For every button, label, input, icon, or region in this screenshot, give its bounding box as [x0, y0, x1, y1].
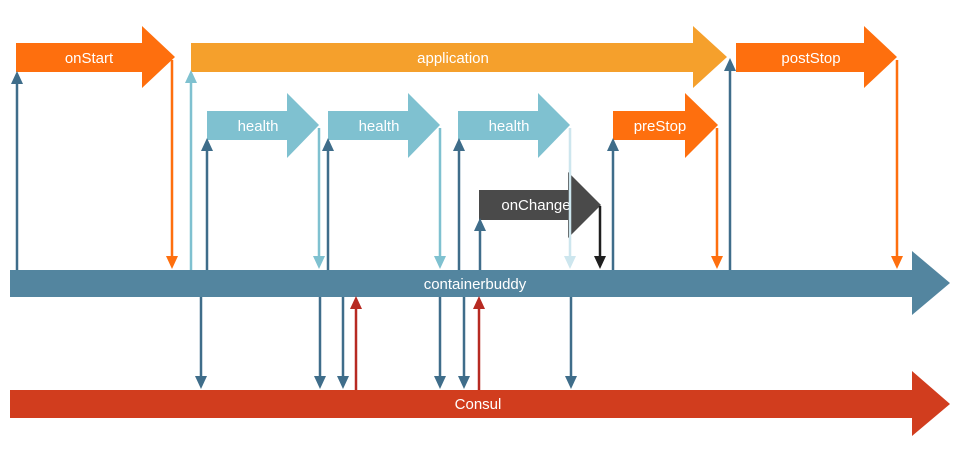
connector-buddy-consul-4	[434, 297, 446, 389]
phase-onstart-label: onStart	[65, 50, 114, 67]
connector-health-3-up	[453, 138, 465, 270]
phase-onstart: onStart	[16, 26, 175, 88]
containerbuddy-lane-arrow	[10, 251, 950, 315]
connector-poststop-up	[724, 58, 736, 270]
connector-health-2-down	[434, 128, 446, 269]
phase-application-arrow	[191, 26, 727, 88]
connector-consul-buddy-1	[350, 296, 362, 390]
consul-lane: Consul	[10, 371, 950, 436]
phase-application-label: application	[417, 50, 489, 67]
connectors	[11, 58, 903, 390]
phase-health-1: health	[207, 93, 319, 158]
connector-onchange-down	[594, 206, 606, 269]
containerbuddy-lane-label: containerbuddy	[424, 276, 527, 293]
consul-lane-arrow	[10, 371, 950, 436]
phase-health-2: health	[328, 93, 440, 158]
consul-lane-label: Consul	[455, 396, 502, 413]
connector-prestop-down	[711, 128, 723, 269]
connector-poststop-down	[891, 60, 903, 269]
connector-application-up	[185, 70, 197, 270]
phase-health-2-arrow	[328, 93, 440, 158]
connector-health-2-up	[322, 138, 334, 270]
connector-buddy-consul-1	[195, 297, 207, 389]
phase-health-1-label: health	[238, 118, 279, 135]
connector-onstart-up	[11, 71, 23, 270]
phase-health-3-arrow	[458, 93, 570, 158]
phase-poststop: postStop	[736, 26, 897, 88]
connector-onstart-down	[166, 60, 178, 269]
connector-buddy-consul-2	[314, 297, 326, 389]
phase-prestop: preStop	[613, 93, 718, 158]
phase-health-3-label: health	[489, 118, 530, 135]
phase-prestop-label: preStop	[634, 118, 687, 135]
connector-consul-buddy-2	[473, 296, 485, 390]
phase-application: application	[191, 26, 727, 88]
connector-onchange-up	[474, 218, 486, 270]
phase-health-2-label: health	[359, 118, 400, 135]
containerbuddy-lane: containerbuddy	[10, 251, 950, 315]
phase-poststop-label: postStop	[781, 50, 840, 67]
connector-buddy-consul-5	[458, 297, 470, 389]
phase-onstart-arrow	[16, 26, 175, 88]
phase-onchange: onChange	[479, 172, 601, 238]
connector-health-3-down	[564, 128, 576, 269]
phase-onchange-label: onChange	[501, 197, 570, 214]
connector-prestop-up	[607, 138, 619, 270]
phase-health-1-arrow	[207, 93, 319, 158]
phase-poststop-arrow	[736, 26, 897, 88]
phase-prestop-arrow	[613, 93, 718, 158]
connector-buddy-consul-6	[565, 297, 577, 389]
connector-health-1-up	[201, 138, 213, 270]
connector-health-1-down	[313, 128, 325, 269]
connector-buddy-consul-3	[337, 297, 349, 389]
phase-health-3: health	[458, 93, 570, 158]
